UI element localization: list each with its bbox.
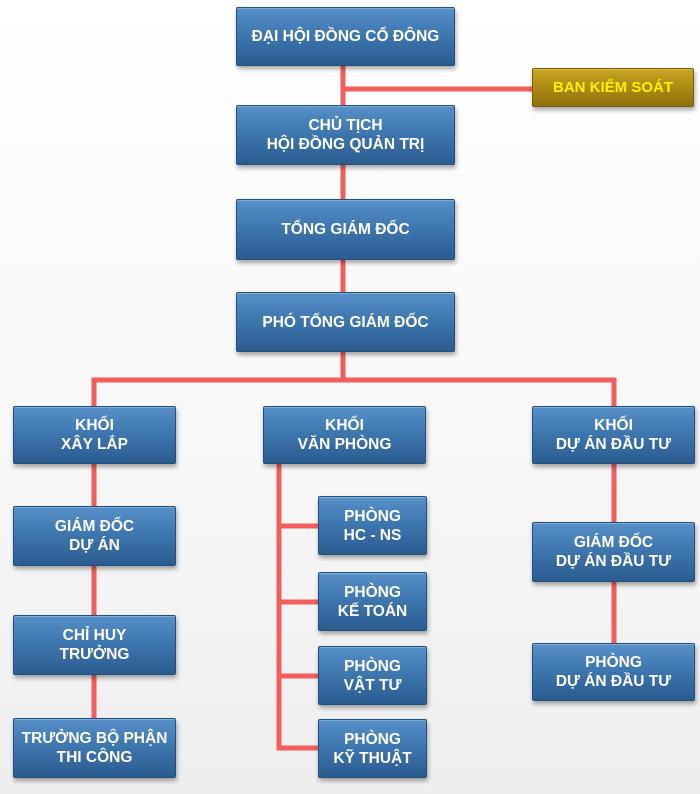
- pho-tong-giam-doc-box: PHÓ TỔNG GIÁM ĐỐC: [236, 292, 455, 352]
- dai-hoi-dong-co-dong-box: ĐẠI HỘI ĐỒNG CỔ ĐÔNG: [236, 7, 455, 66]
- phong-du-an-dau-tu-box: PHÒNG DỰ ÁN ĐẦU TƯ: [532, 643, 695, 701]
- giam-doc-du-an-box: GIÁM ĐỐC DỰ ÁN: [13, 506, 176, 566]
- phong-vat-tu-box: PHÒNG VẬT TƯ: [318, 646, 427, 705]
- chi-huy-truong-box: CHỈ HUY TRƯỞNG: [13, 615, 176, 675]
- khoi-xay-lap-box: KHỐI XÂY LẮP: [13, 406, 176, 464]
- phong-ky-thuat-box: PHÒNG KỸ THUẬT: [318, 719, 427, 778]
- chu-tich-hdqt-box: CHỦ TỊCH HỘI ĐỒNG QUẢN TRỊ: [236, 105, 455, 165]
- phong-hc-ns-box: PHÒNG HC - NS: [318, 496, 427, 555]
- ban-kiem-soat-box: BAN KIỂM SOÁT: [532, 68, 694, 107]
- khoi-van-phong-box: KHỐI VĂN PHÒNG: [263, 406, 426, 464]
- giam-doc-du-an-dau-tu-box: GIÁM ĐỐC DỰ ÁN ĐẦU TƯ: [532, 522, 695, 582]
- truong-bo-phan-thi-cong-box: TRƯỞNG BỘ PHẬN THI CÔNG: [13, 718, 176, 778]
- phong-ke-toan-box: PHÒNG KẾ TOÁN: [318, 572, 427, 631]
- tong-giam-doc-box: TỔNG GIÁM ĐỐC: [236, 199, 455, 260]
- khoi-du-an-dau-tu-box: KHỐI DỰ ÁN ĐẦU TƯ: [532, 406, 695, 464]
